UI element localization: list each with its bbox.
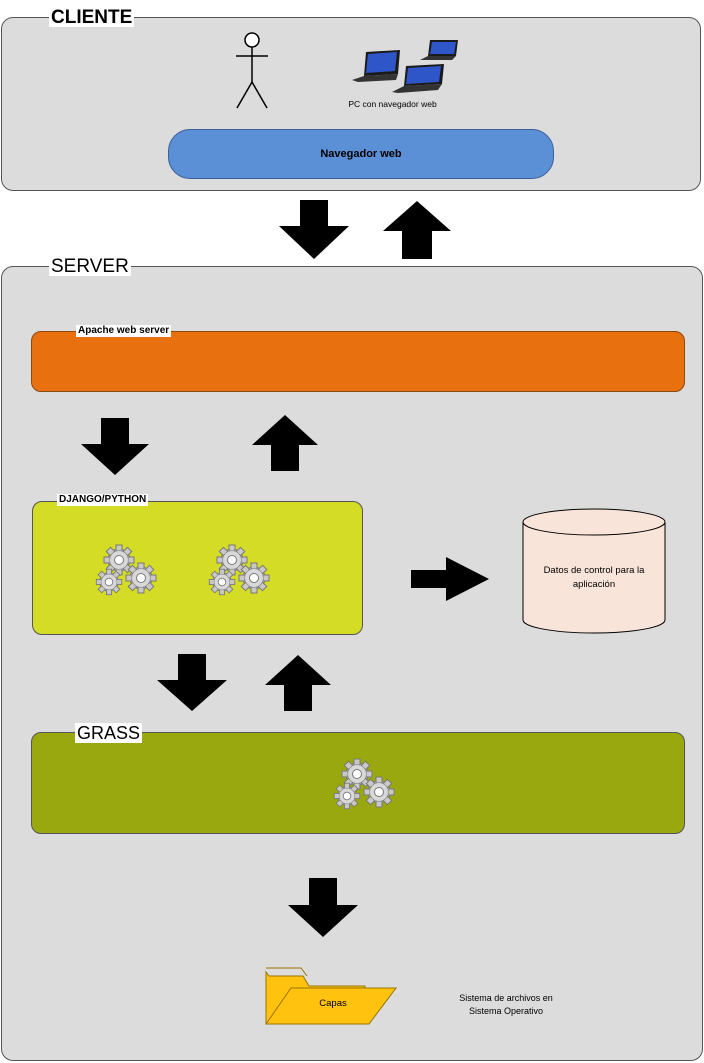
arrow-down-icon <box>81 418 149 475</box>
django-box <box>32 501 363 635</box>
laptop-icon-2 <box>420 40 458 60</box>
database-cylinder-icon <box>522 508 666 634</box>
laptop-icon-1 <box>352 50 400 82</box>
gears-icon <box>95 544 157 596</box>
gears-icon <box>333 758 395 810</box>
arrow-down-icon <box>288 878 358 937</box>
apache-box <box>31 331 685 392</box>
arrow-down-icon <box>157 654 227 711</box>
arrow-up-icon <box>265 655 331 711</box>
arrow-up-icon <box>252 415 318 471</box>
filesystem-label: Sistema de archivos en Sistema Operativo <box>459 992 553 1016</box>
arrow-down-icon <box>279 200 349 259</box>
browser-box: Navegador web <box>168 129 554 179</box>
django-label: DJANGO/PYTHON <box>57 494 149 506</box>
stick-figure-icon <box>236 32 268 109</box>
gears-icon <box>208 544 270 596</box>
pc-label: PC con navegador web <box>348 99 437 109</box>
arrow-right-icon <box>411 557 489 601</box>
laptop-icon <box>352 40 458 93</box>
apache-label: Apache web server <box>76 325 172 337</box>
grass-label: GRASS <box>75 723 143 743</box>
laptop-icon-3 <box>392 64 444 93</box>
control-data-label: Datos de control para la aplicación <box>543 564 645 590</box>
server-panel <box>1 266 703 1061</box>
client-title: CLIENTE <box>49 7 135 28</box>
folder-icon <box>265 967 397 1025</box>
server-title: SERVER <box>49 256 131 277</box>
folder-label: Capas <box>319 997 347 1009</box>
browser-label: Navegador web <box>320 148 402 160</box>
arrow-up-icon <box>383 201 451 259</box>
